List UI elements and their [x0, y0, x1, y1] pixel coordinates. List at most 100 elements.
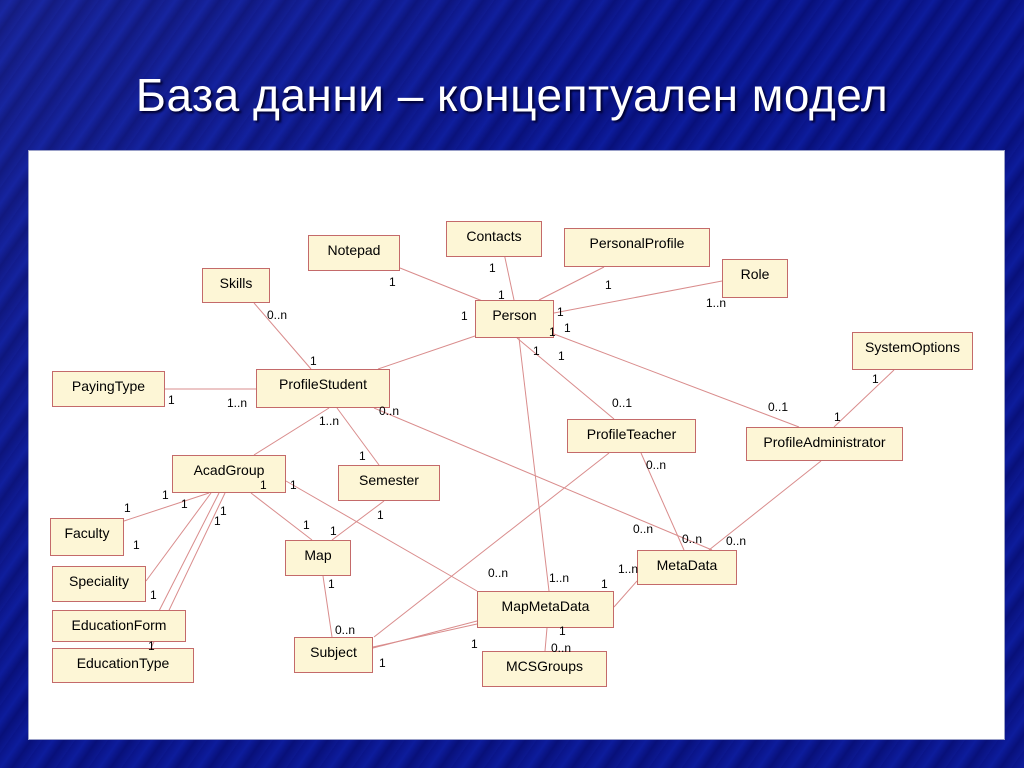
multiplicity: 0..n — [726, 534, 747, 548]
entity-label: Speciality — [69, 573, 129, 589]
entity-speciality[interactable]: Speciality — [52, 566, 146, 602]
entity-faculty[interactable]: Faculty — [50, 518, 124, 556]
multiplicity: 1 — [557, 305, 564, 319]
multiplicity: 1 — [330, 524, 337, 538]
relationship-line — [377, 335, 476, 370]
multiplicity: 1 — [834, 410, 841, 424]
entity-label: Person — [492, 307, 537, 323]
multiplicity: 1 — [872, 372, 879, 386]
entity-profile-teacher[interactable]: ProfileTeacher — [567, 419, 696, 453]
multiplicity: 1 — [549, 325, 556, 339]
multiplicity: 0..n — [551, 641, 572, 655]
entity-label: Notepad — [327, 242, 381, 258]
entity-label: Role — [740, 266, 770, 282]
entity-map-meta-data[interactable]: MapMetaData — [477, 591, 614, 628]
entity-mcs-groups[interactable]: MCSGroups — [482, 651, 607, 687]
entity-label: EducationForm — [71, 617, 167, 633]
entity-skills[interactable]: Skills — [202, 268, 270, 303]
entity-label: Faculty — [64, 525, 110, 541]
entity-label: ProfileStudent — [279, 376, 367, 392]
entity-system-options[interactable]: SystemOptions — [852, 332, 973, 370]
multiplicity: 1 — [162, 488, 169, 502]
entity-label: Contacts — [466, 228, 522, 244]
multiplicity: 0..n — [335, 623, 356, 637]
multiplicity: 1..n — [618, 562, 639, 576]
relationship-line — [331, 500, 385, 541]
relationship-line — [640, 452, 685, 551]
multiplicity: 1 — [220, 504, 227, 518]
multiplicity: 1 — [290, 478, 297, 492]
multiplicity: 0..n — [267, 308, 288, 322]
relationship-line — [372, 623, 478, 648]
multiplicity: 1 — [498, 288, 505, 302]
entity-label: AcadGroup — [193, 462, 265, 478]
multiplicity: 1 — [533, 344, 540, 358]
multiplicity: 1..n — [706, 296, 727, 310]
entity-label: Subject — [310, 644, 357, 660]
multiplicity: 1..n — [227, 396, 248, 410]
entity-education-form[interactable]: EducationForm — [52, 610, 186, 642]
entity-label: SystemOptions — [865, 339, 960, 355]
relationship-line — [322, 575, 333, 638]
multiplicity: 0..1 — [768, 400, 789, 414]
relationship-line — [544, 627, 548, 652]
entity-role[interactable]: Role — [722, 259, 788, 298]
multiplicity: 1 — [559, 624, 566, 638]
multiplicity: 1 — [260, 478, 267, 492]
slide-title: База данни – концептуален модел — [135, 69, 889, 121]
entity-label: PersonalProfile — [589, 235, 685, 251]
entity-profile-student[interactable]: ProfileStudent — [256, 369, 390, 408]
entity-label: MCSGroups — [505, 658, 584, 674]
entity-acad-group[interactable]: AcadGroup — [172, 455, 286, 493]
relationship-line — [553, 333, 800, 428]
relationship-line — [516, 337, 615, 420]
relationship-line — [553, 280, 723, 314]
multiplicity: 1 — [605, 278, 612, 292]
relationship-line — [253, 407, 330, 456]
multiplicity: 1 — [389, 275, 396, 289]
relationship-line — [613, 580, 638, 608]
multiplicity: 1 — [471, 637, 478, 651]
relationship-line — [833, 369, 895, 428]
relationship-line — [373, 452, 610, 638]
entity-subject[interactable]: Subject — [294, 637, 373, 673]
relationship-line — [158, 492, 220, 612]
relationship-lines — [123, 238, 895, 652]
multiplicity: 1 — [601, 577, 608, 591]
entity-label: EducationType — [76, 655, 170, 671]
relationship-line — [253, 302, 312, 370]
multiplicity: 0..n — [379, 404, 400, 418]
multiplicity: 1 — [133, 538, 140, 552]
entity-notepad[interactable]: Notepad — [308, 235, 400, 271]
multiplicity: 0..1 — [612, 396, 633, 410]
entity-label: ProfileAdministrator — [763, 434, 886, 450]
multiplicity: 1 — [377, 508, 384, 522]
multiplicity: 1 — [150, 588, 157, 602]
entity-personal-profile[interactable]: PersonalProfile — [564, 228, 710, 267]
entity-map[interactable]: Map — [285, 540, 351, 576]
multiplicity: 1 — [558, 349, 565, 363]
relationship-line — [399, 267, 486, 303]
entity-label: MetaData — [656, 557, 718, 573]
multiplicity: 1 — [461, 309, 468, 323]
relationship-line — [518, 337, 550, 592]
multiplicity: 0..n — [488, 566, 509, 580]
multiplicity: 1..n — [549, 571, 570, 585]
entity-profile-administrator[interactable]: ProfileAdministrator — [746, 427, 903, 461]
multiplicity: 1 — [310, 354, 317, 368]
multiplicity: 1 — [564, 321, 571, 335]
entity-education-type[interactable]: EducationType — [52, 648, 194, 683]
entity-label: Skills — [219, 275, 253, 291]
entity-paying-type[interactable]: PayingType — [52, 371, 165, 407]
entity-contacts[interactable]: Contacts — [446, 221, 542, 257]
entity-semester[interactable]: Semester — [338, 465, 440, 501]
multiplicity: 1 — [328, 577, 335, 591]
multiplicity: 1 — [214, 514, 221, 528]
relationship-line — [538, 266, 605, 301]
multiplicity: 1 — [124, 501, 131, 515]
relationship-line — [250, 492, 313, 541]
multiplicity: 1 — [148, 639, 155, 653]
multiplicity: 1..n — [319, 414, 340, 428]
entity-meta-data[interactable]: MetaData — [637, 550, 737, 585]
entity-person[interactable]: Person — [475, 300, 554, 338]
